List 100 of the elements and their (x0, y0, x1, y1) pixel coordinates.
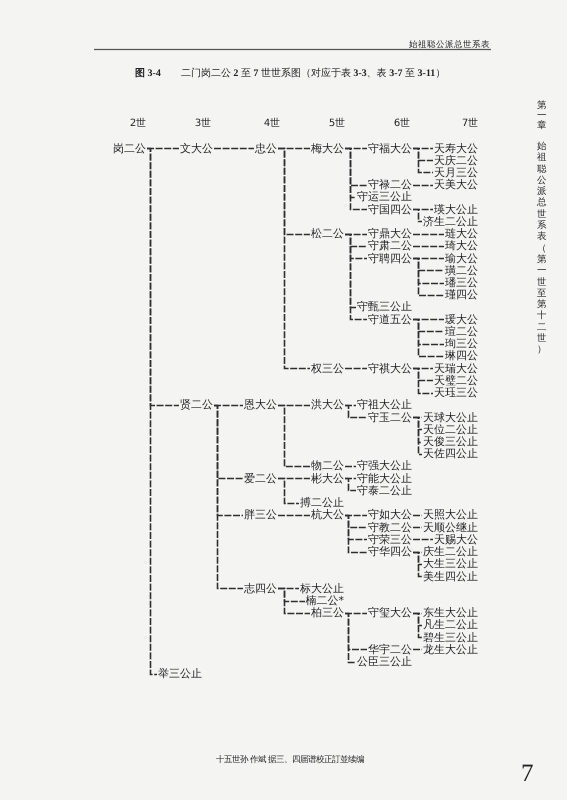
person-name: 璠三公 (445, 276, 478, 290)
footer-note: 十五世孙 作斌 据三、四届谱校正訂並续编 (216, 754, 364, 766)
generation-heading: 4世 (264, 118, 280, 130)
connector-line (345, 612, 356, 664)
person-name: 天位二公止 (423, 422, 478, 436)
person-name: 守能大公止 (357, 472, 412, 485)
connector-line (413, 538, 433, 540)
person-name: 守泰二公止 (357, 484, 412, 497)
connector-line (413, 416, 422, 456)
generation-heading: 7世 (462, 118, 478, 130)
person-name: 守祺大公 (368, 362, 412, 375)
connector-line (413, 612, 422, 638)
person-name: 济生二公止 (423, 214, 478, 228)
person-name: 洪大公 (311, 398, 344, 412)
connector-line (345, 234, 367, 320)
person-name: 凡生二公止 (423, 618, 478, 632)
person-name: 天佐四公止 (423, 447, 478, 460)
person-name: 岗二公 (113, 142, 146, 154)
connector-line (413, 258, 444, 296)
connector-line (345, 478, 356, 492)
person-name: 天照大公止 (423, 508, 478, 522)
person-name: 天美大公 (434, 178, 478, 192)
connector-line (345, 148, 367, 210)
person-name: 琳四公 (445, 349, 478, 362)
person-name: 碧生三公止 (423, 630, 478, 644)
connector-line (214, 148, 254, 150)
person-name: 志四公 (244, 582, 277, 595)
generation-heading: 5世 (328, 118, 346, 130)
person-name: 华宇二公 (368, 642, 412, 656)
connector-line (278, 478, 299, 504)
connector-line (413, 208, 422, 222)
person-name: 璜二公 (445, 264, 478, 277)
person-name: 天球大公止 (423, 410, 478, 424)
person-name: 贤二公 (180, 398, 213, 412)
person-name: 东生大公止 (423, 606, 478, 620)
person-name: 天璧二公 (434, 374, 478, 387)
connector-line (413, 526, 422, 528)
person-name: 松二公 (311, 227, 344, 240)
connector-line (214, 404, 243, 590)
connector-line (413, 648, 422, 650)
person-name: 守祖大公止 (357, 398, 412, 412)
person-name: 大生三公止 (423, 557, 478, 570)
person-name: 瑜大公 (445, 252, 478, 265)
person-name: 瑛大公止 (434, 202, 478, 216)
person-name: 守禄二公 (368, 178, 412, 192)
connector-line (278, 404, 310, 468)
person-name: 柏三公 (311, 606, 344, 620)
person-name: 守聘四公 (368, 252, 412, 265)
connector-line (413, 318, 444, 358)
running-header: 始祖聪公派总世系表 (409, 38, 490, 50)
person-name: 庆生二公止 (423, 545, 478, 558)
person-name: 瑄二公 (445, 324, 478, 338)
person-name: 瑾四公 (445, 288, 478, 302)
person-name: 守教二公 (368, 520, 412, 534)
connector-line (413, 148, 433, 174)
person-name: 守华四公 (368, 545, 412, 558)
person-name: 天月三公 (434, 166, 478, 179)
connector-line (146, 148, 157, 676)
person-name: 守国四公 (368, 202, 412, 216)
person-name: 琏大公 (445, 227, 478, 240)
person-name: 守玺大公 (368, 606, 412, 620)
person-name: 天瑞大公 (434, 362, 478, 375)
person-name: 守如大公 (368, 508, 412, 522)
person-name: 珣三公 (445, 337, 478, 350)
person-name: 天珏三公 (434, 386, 478, 400)
person-name: 忠公 (255, 142, 277, 154)
person-name: 守肃二公 (368, 239, 412, 252)
connector-line (345, 404, 367, 418)
chapter-heading: 第一章 (537, 102, 547, 132)
person-name: 守荣三公 (368, 532, 412, 546)
person-name: 守道五公 (368, 312, 412, 326)
person-name: 恩大公 (244, 398, 277, 412)
person-name: 天寿大公 (434, 142, 478, 154)
person-name: 瑗大公 (445, 312, 478, 326)
connector-line (413, 246, 444, 248)
person-name: 梅大公 (311, 142, 344, 154)
person-name: 权三公 (311, 362, 344, 375)
person-name: 楠二公* (306, 594, 344, 607)
person-name: 天顺公继止 (423, 520, 478, 534)
person-name: 美生四公止 (423, 570, 478, 583)
person-name: 守福大公 (368, 142, 412, 154)
connector-line (413, 368, 433, 394)
person-name: 天赐大公 (434, 532, 478, 546)
person-name: 彬大公 (311, 472, 344, 485)
connector-line (413, 552, 422, 578)
connector-line (278, 514, 310, 516)
person-name: 标大公止 (300, 582, 344, 595)
side-title: 始祖聪公派总世系表（第一世至第十二世） (537, 142, 547, 357)
person-name: 举三公止 (158, 667, 202, 680)
generation-heading: 6世 (394, 118, 410, 130)
person-name: 守甄三公止 (357, 300, 412, 314)
figure-caption: 图 3-4 二门岗二公 2 至 7 世世系图（对应于表 3-3、表 3-7 至 3-11） (135, 67, 446, 81)
person-name: 文大公 (180, 142, 213, 154)
person-name: 杭大公 (311, 508, 344, 522)
person-name: 搏二公止 (300, 496, 344, 510)
connector-line (413, 514, 422, 516)
connector-line (413, 234, 444, 236)
person-name: 龙生大公止 (423, 642, 478, 656)
person-name: 守运三公止 (357, 190, 412, 204)
person-name: 天庆二公 (434, 154, 478, 167)
